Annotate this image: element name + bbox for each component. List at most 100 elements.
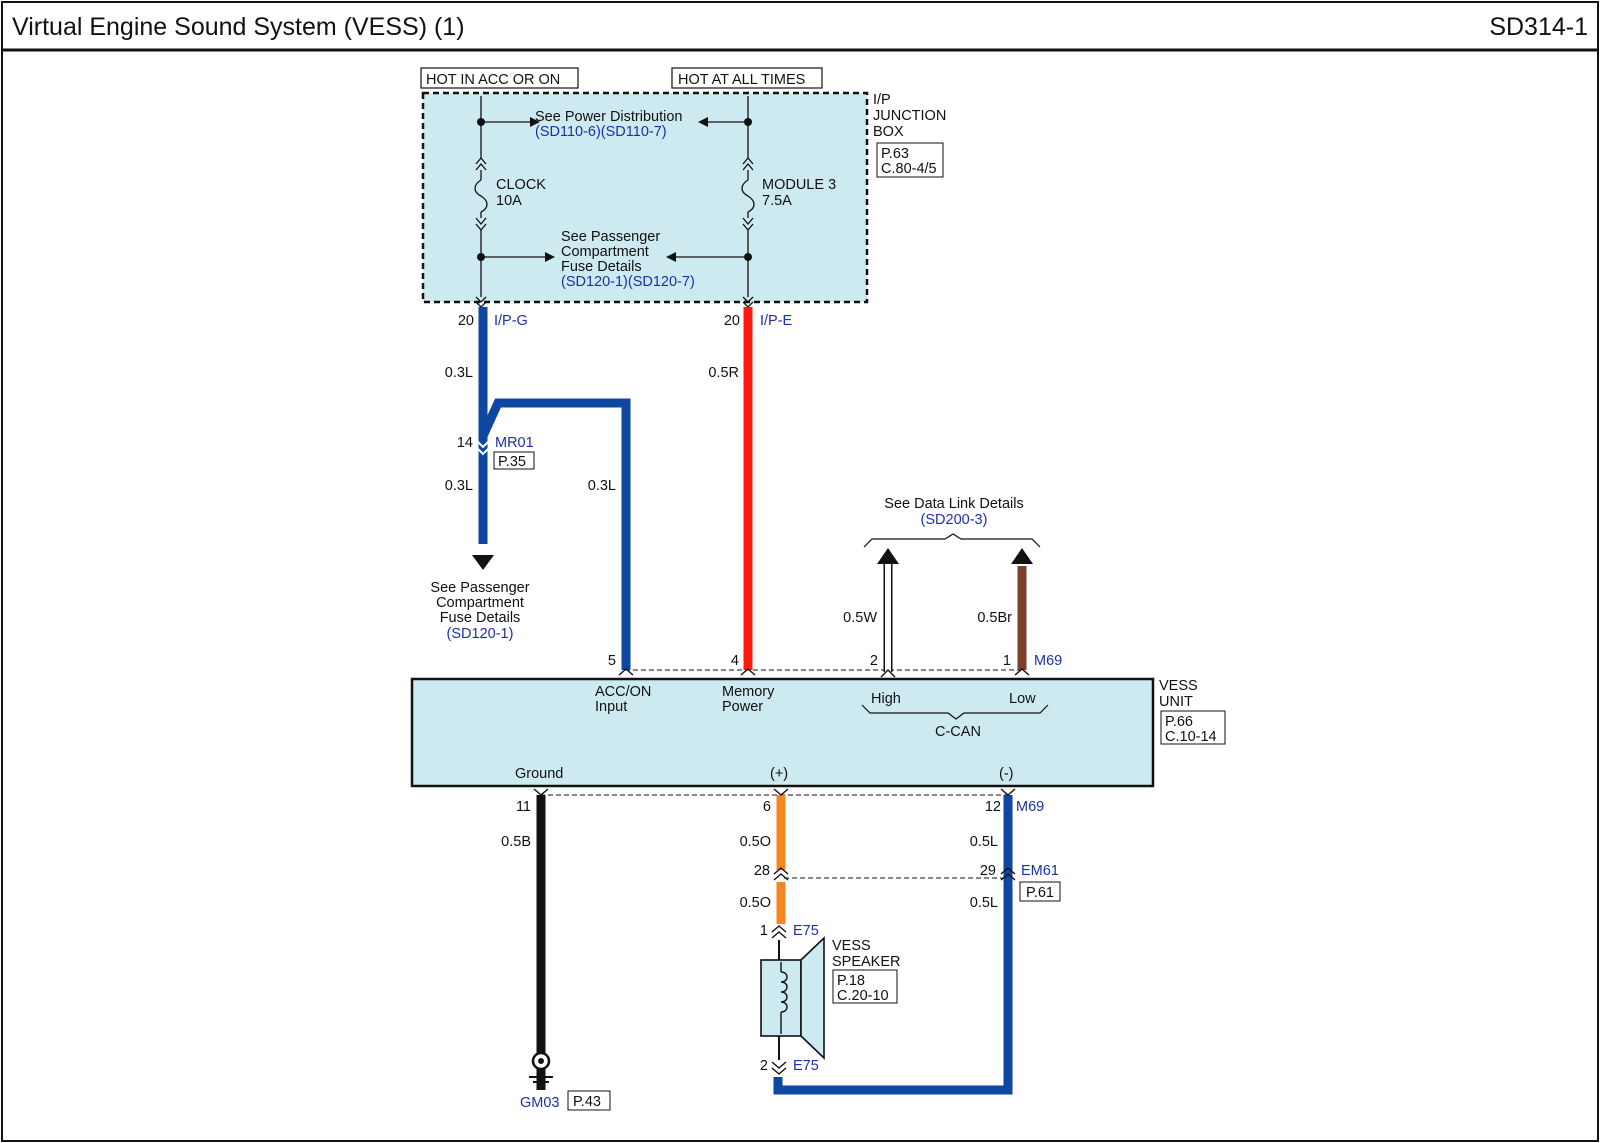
power-dist-label: See Power Distribution	[535, 109, 683, 125]
arrow-left-icon	[666, 252, 676, 262]
ground-icon	[529, 1051, 553, 1088]
wire-acc-input	[478, 398, 631, 670]
can-low-label: Low	[1009, 691, 1036, 707]
junction-box	[421, 91, 869, 304]
module3-fuse-name: MODULE 3	[762, 177, 836, 193]
wire-label-minus-upper: 0.5L	[970, 834, 998, 850]
speaker-connector: C.20-10	[837, 988, 889, 1004]
junction-box-connector: C.80-4/5	[881, 161, 937, 177]
vess-pin-2: 2	[870, 653, 878, 669]
ipe-connector: I/P-E	[760, 313, 793, 329]
can-high-label: High	[871, 691, 901, 707]
module3-fuse-rating: 7.5A	[762, 193, 792, 209]
data-link-bracket	[863, 533, 1041, 548]
junction-box-page-ref-box	[876, 142, 944, 178]
passenger-fuse-label-1: See Passenger	[561, 229, 660, 245]
pin-markers	[533, 668, 1030, 1075]
vess-unit-connector: C.10-14	[1165, 729, 1217, 745]
ground-page: P.43	[573, 1094, 601, 1110]
passenger-fuse-label-2: Compartment	[561, 244, 649, 260]
clock-fuse-circuit	[474, 96, 545, 308]
vess-pin-11: 11	[516, 799, 531, 815]
passenger-fuse-ref-3: Fuse Details	[440, 610, 521, 626]
vess-pin-12: 12	[985, 799, 1001, 815]
em61-page: P.61	[1026, 885, 1054, 901]
ipg-connector: I/P-G	[494, 313, 528, 329]
vess-pin-6: 6	[763, 799, 771, 815]
data-link-ref[interactable]: (SD200-3)	[921, 512, 988, 528]
ipe-pin: 20	[724, 313, 740, 329]
junction-box-name-3: BOX	[873, 124, 904, 140]
junction-dot	[477, 253, 485, 261]
clock-fuse-name: CLOCK	[496, 177, 546, 193]
wire-label-can-low: 0.5Br	[977, 610, 1012, 626]
passenger-fuse-ref-1: See Passenger	[430, 580, 529, 596]
wire-label-memory: 0.5R	[708, 365, 739, 381]
speaker-name-1: VESS	[832, 938, 871, 954]
mr01-pin: 14	[457, 435, 473, 451]
vess-unit-page: P.66	[1165, 714, 1193, 730]
speaker-icon	[760, 936, 825, 1060]
arrow-right-icon	[530, 117, 540, 127]
e75-pin-1: 1	[760, 923, 768, 939]
vess-pin-1: 1	[1003, 653, 1011, 669]
passenger-fuse-label-3: Fuse Details	[561, 259, 642, 275]
speaker-page-ref-box	[832, 969, 898, 1004]
em61-connector: EM61	[1021, 863, 1059, 879]
acc-input-label-2: Input	[595, 699, 627, 715]
ground-point-name: GM03	[520, 1095, 560, 1111]
junction-dot	[744, 118, 752, 126]
em61-pin-28: 28	[754, 863, 770, 879]
page-title: Virtual Engine Sound System (VESS) (1)	[12, 13, 465, 41]
wire-label-acc-input: 0.3L	[588, 478, 616, 494]
ground-page-box	[567, 1090, 611, 1111]
memory-power-label-1: Memory	[722, 684, 775, 700]
junction-box-name-2: JUNCTION	[873, 108, 946, 124]
vess-pin-5: 5	[608, 653, 616, 669]
arrow-up-icon	[877, 548, 899, 564]
vess-unit-name-2: UNIT	[1159, 694, 1193, 710]
arrow-up-icon	[1011, 548, 1033, 564]
em61-page-box	[1019, 881, 1061, 902]
wire-label-ipg-lower: 0.3L	[445, 478, 473, 494]
speaker-page: P.18	[837, 973, 865, 989]
junction-box-name-1: I/P	[873, 92, 891, 108]
speaker-name-2: SPEAKER	[832, 954, 901, 970]
junction-dot	[744, 253, 752, 261]
passenger-fuse-refs[interactable]: (SD120-1)(SD120-7)	[561, 274, 695, 290]
minus-label: (-)	[999, 766, 1014, 782]
wire-label-plus-lower: 0.5O	[740, 895, 771, 911]
vess-unit-box	[410, 677, 1155, 788]
hot-all-box	[671, 67, 823, 89]
m69-top-connector: M69	[1034, 653, 1062, 669]
wire-label-can-high: 0.5W	[843, 610, 877, 626]
arrow-down-icon	[472, 555, 494, 570]
junction-box-page: P.63	[881, 146, 909, 162]
wires	[478, 307, 1027, 1095]
data-link-label: See Data Link Details	[884, 496, 1023, 512]
hot-acc-box	[420, 67, 579, 89]
memory-power-label-2: Power	[722, 699, 763, 715]
wire-label-ground: 0.5B	[501, 834, 531, 850]
hot-all-label: HOT AT ALL TIMES	[678, 72, 805, 88]
vess-unit-name-1: VESS	[1159, 678, 1198, 694]
wire-label-plus-upper: 0.5O	[740, 834, 771, 850]
ipg-pin: 20	[458, 313, 474, 329]
ccan-bracket	[861, 704, 1049, 720]
wire-minus	[773, 795, 1013, 1095]
e75-bottom-connector: E75	[793, 1058, 819, 1074]
mr01-connector: MR01	[495, 435, 534, 451]
wire-label-minus-lower: 0.5L	[970, 895, 998, 911]
e75-pin-2: 2	[760, 1058, 768, 1074]
power-dist-refs[interactable]: (SD110-6)(SD110-7)	[535, 124, 667, 140]
ccan-label: C-CAN	[935, 724, 981, 740]
hot-acc-label: HOT IN ACC OR ON	[426, 72, 560, 88]
acc-input-label-1: ACC/ON	[595, 684, 651, 700]
passenger-fuse-ref-link[interactable]: (SD120-1)	[447, 626, 514, 642]
vess-pin-4: 4	[731, 653, 739, 669]
mr01-page-box	[493, 451, 535, 470]
clock-fuse-rating: 10A	[496, 193, 522, 209]
vess-unit-page-ref-box	[1160, 710, 1226, 745]
